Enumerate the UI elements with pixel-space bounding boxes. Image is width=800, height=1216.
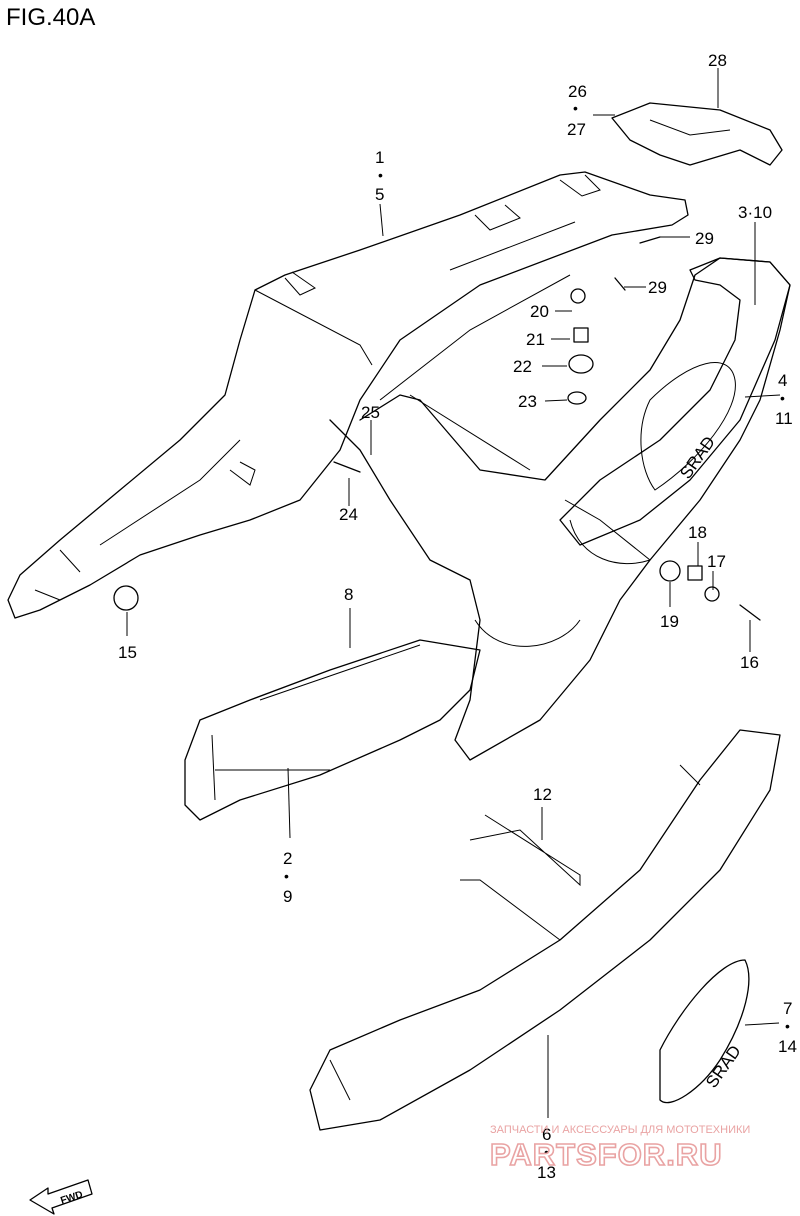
callout-28: 28 [708, 51, 727, 70]
fwd-arrow-icon: FWD [29, 1179, 93, 1215]
callout-dot: • [573, 100, 578, 116]
tail-frame-lower [329, 257, 791, 761]
callout-22: 22 [513, 357, 532, 376]
callout-4: 4 [778, 371, 787, 390]
callout-13: 13 [537, 1163, 556, 1182]
callout-dot: • [378, 167, 383, 183]
callout-dot: • [544, 1144, 549, 1160]
callout-23: 23 [518, 392, 537, 411]
callout-dot: • [785, 1018, 790, 1034]
callout-12: 12 [533, 785, 552, 804]
callout-2: 2 [283, 849, 292, 868]
callout-5: 5 [375, 185, 384, 204]
callout-15: 15 [118, 643, 137, 662]
emblem-lower: SRAD [702, 1042, 745, 1092]
callout-20: 20 [530, 302, 549, 321]
callout-27: 27 [567, 120, 586, 139]
emblem-upper: SRAD [676, 433, 719, 483]
figure-title: FIG.40A [6, 4, 96, 31]
callout-6: 6 [542, 1125, 551, 1144]
callout-26: 26 [568, 82, 587, 101]
callout-18: 18 [688, 523, 707, 542]
callout-17: 17 [707, 552, 726, 571]
callout-29a: 29 [695, 229, 714, 248]
watermark-line1: ЗАПЧАСТИ И АКСЕССУАРЫ ДЛЯ МОТОТЕХНИКИ [490, 1124, 750, 1136]
callout-29b: 29 [648, 278, 667, 297]
callout-19: 19 [660, 612, 679, 631]
hardware [113, 236, 761, 621]
side-cover-lower [309, 729, 781, 1131]
side-cover-left [184, 639, 481, 821]
tail-cover-main [7, 171, 689, 619]
callout-24: 24 [339, 505, 358, 524]
callout-25: 25 [361, 403, 380, 422]
callout-9: 9 [283, 887, 292, 906]
leader-lines [126, 68, 781, 1118]
callout-7: 7 [783, 999, 792, 1018]
callout-dot: • [780, 390, 785, 406]
callout-8: 8 [344, 585, 353, 604]
callout-11: 11 [775, 409, 793, 428]
rear-rail-cover [611, 102, 783, 166]
callout-dot: • [284, 868, 289, 884]
callout-21: 21 [526, 330, 545, 349]
watermark-line2: PARTSFOR.RU [490, 1137, 723, 1172]
callout-16: 16 [740, 653, 759, 672]
callout-14: 14 [778, 1037, 797, 1056]
fwd-label: FWD [59, 1189, 84, 1207]
callout-1: 1 [375, 148, 384, 167]
callout-3-10: 3·10 [738, 203, 772, 222]
emblem-sticker: SRAD [659, 959, 750, 1104]
